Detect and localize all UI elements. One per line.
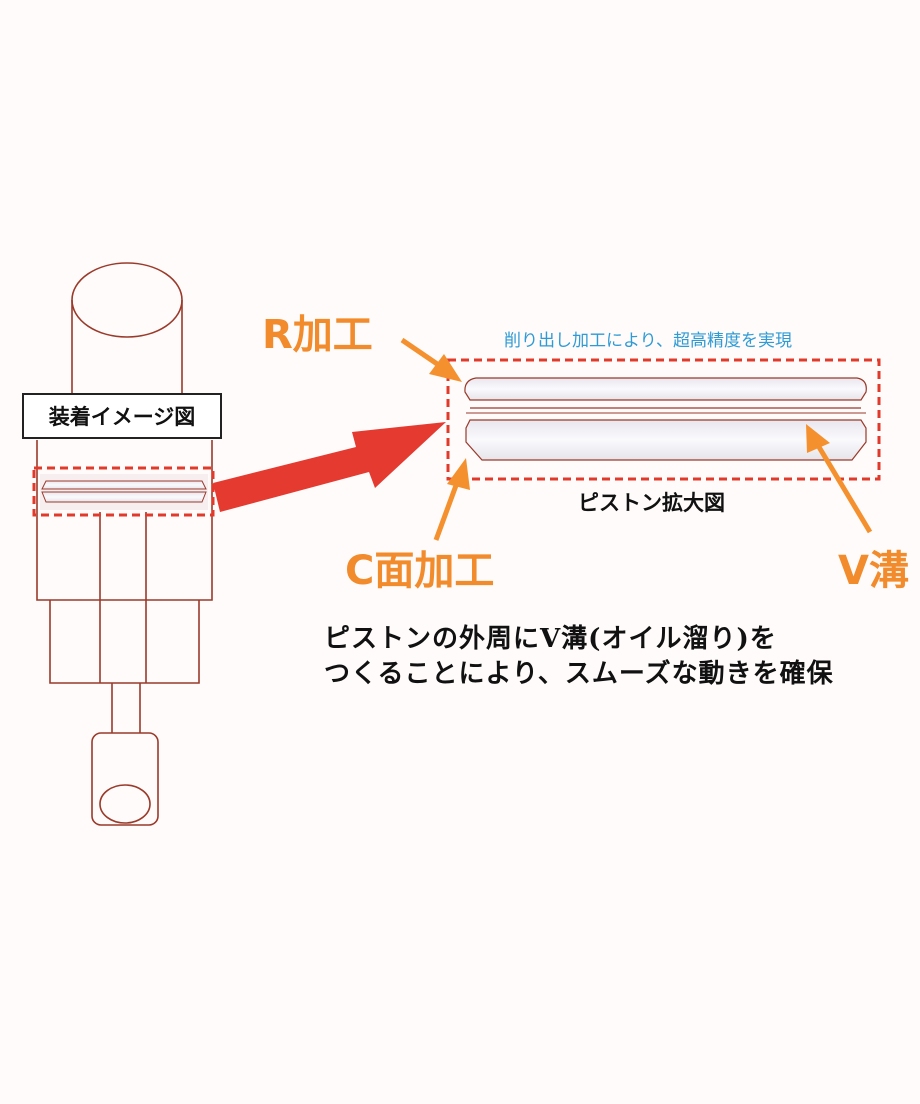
- r-process-label: R加工: [262, 312, 373, 358]
- enlarged-piston: [464, 377, 867, 461]
- c-process-label: C面加工: [345, 548, 495, 594]
- r-process-arrow: [400, 337, 462, 382]
- install-image-label: 装着イメージ図: [22, 393, 222, 439]
- top-mount-eye: [71, 262, 183, 338]
- cylinder-body: [36, 440, 213, 601]
- bottom-mount-eye: [99, 784, 151, 824]
- v-groove-arrow: [806, 424, 873, 534]
- piston-enlarged-label: ピストン拡大図: [578, 491, 725, 515]
- small-piston: [40, 474, 208, 510]
- shock-absorber-outline: [36, 262, 213, 826]
- upper-tube: [71, 300, 183, 395]
- caption-line-2: つくることにより、スムーズな動きを確保: [324, 659, 834, 689]
- piston-rod: [111, 683, 141, 733]
- c-process-arrow: [433, 458, 470, 541]
- precision-note: 削り出し加工により、超高精度を実現: [504, 331, 792, 351]
- bottom-mount: [91, 732, 159, 826]
- v-groove-label: V溝: [838, 548, 909, 594]
- caption-line-1: ピストンの外周にV溝(オイル溜り)を: [324, 624, 777, 654]
- magnify-arrow: [213, 422, 446, 512]
- small-piston-highlight-box: [32, 466, 215, 517]
- enlarged-piston-highlight-box: [446, 358, 881, 481]
- lower-sleeve: [49, 600, 200, 684]
